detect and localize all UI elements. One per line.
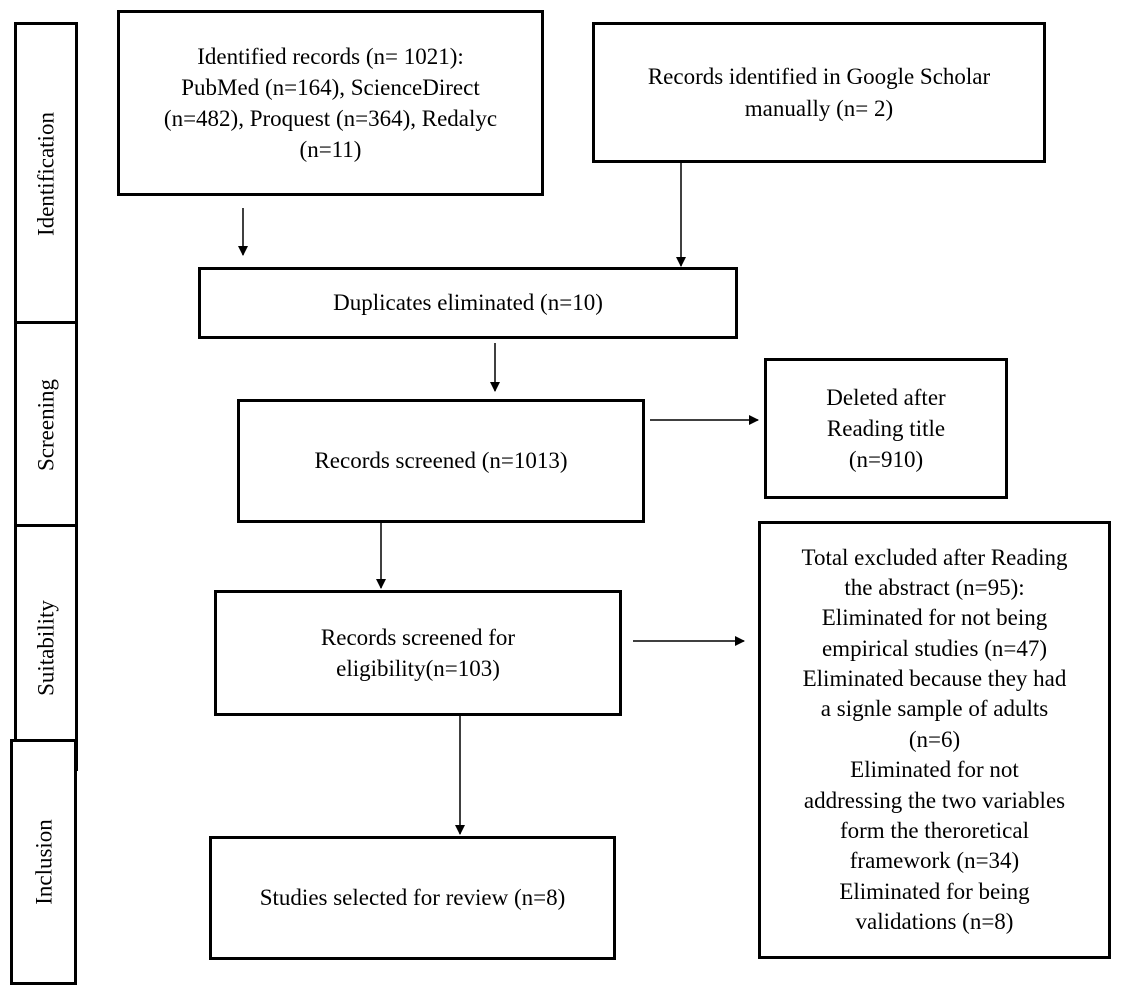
phase-identification: Identification [14,22,78,326]
phase-screening: Screening [14,321,78,529]
duplicates-box: Duplicates eliminated (n=10) [198,267,738,339]
phase-suitability-label: Suitability [33,599,59,696]
records-screened-text: Records screened (n=1013) [314,448,568,474]
phase-identification-label: Identification [33,112,59,236]
identified-records-box: Identified records (n= 1021): PubMed (n=… [117,10,544,196]
deleted-title-box: Deleted after Reading title (n=910) [764,358,1008,499]
phase-inclusion: Inclusion [10,739,77,985]
phase-inclusion-label: Inclusion [31,819,56,905]
studies-selected-box: Studies selected for review (n=8) [209,836,616,960]
eligibility-box: Records screened for eligibility(n=103) [214,590,622,716]
excluded-abstract-text: Total excluded after Reading the abstrac… [801,544,1068,934]
studies-selected-text: Studies selected for review (n=8) [259,885,566,911]
phase-screening-label: Screening [33,379,59,471]
eligibility-text: Records screened for eligibility(n=103) [320,624,516,681]
google-scholar-box: Records identified in Google Scholar man… [592,22,1046,163]
duplicates-text: Duplicates eliminated (n=10) [333,290,603,316]
records-screened-box: Records screened (n=1013) [237,399,645,523]
identified-records-text: Identified records (n= 1021): PubMed (n=… [163,43,498,163]
deleted-title-text: Deleted after Reading title (n=910) [826,384,946,473]
google-scholar-text: Records identified in Google Scholar man… [647,64,991,121]
excluded-abstract-box: Total excluded after Reading the abstrac… [758,521,1111,959]
phase-suitability: Suitability [14,524,78,771]
